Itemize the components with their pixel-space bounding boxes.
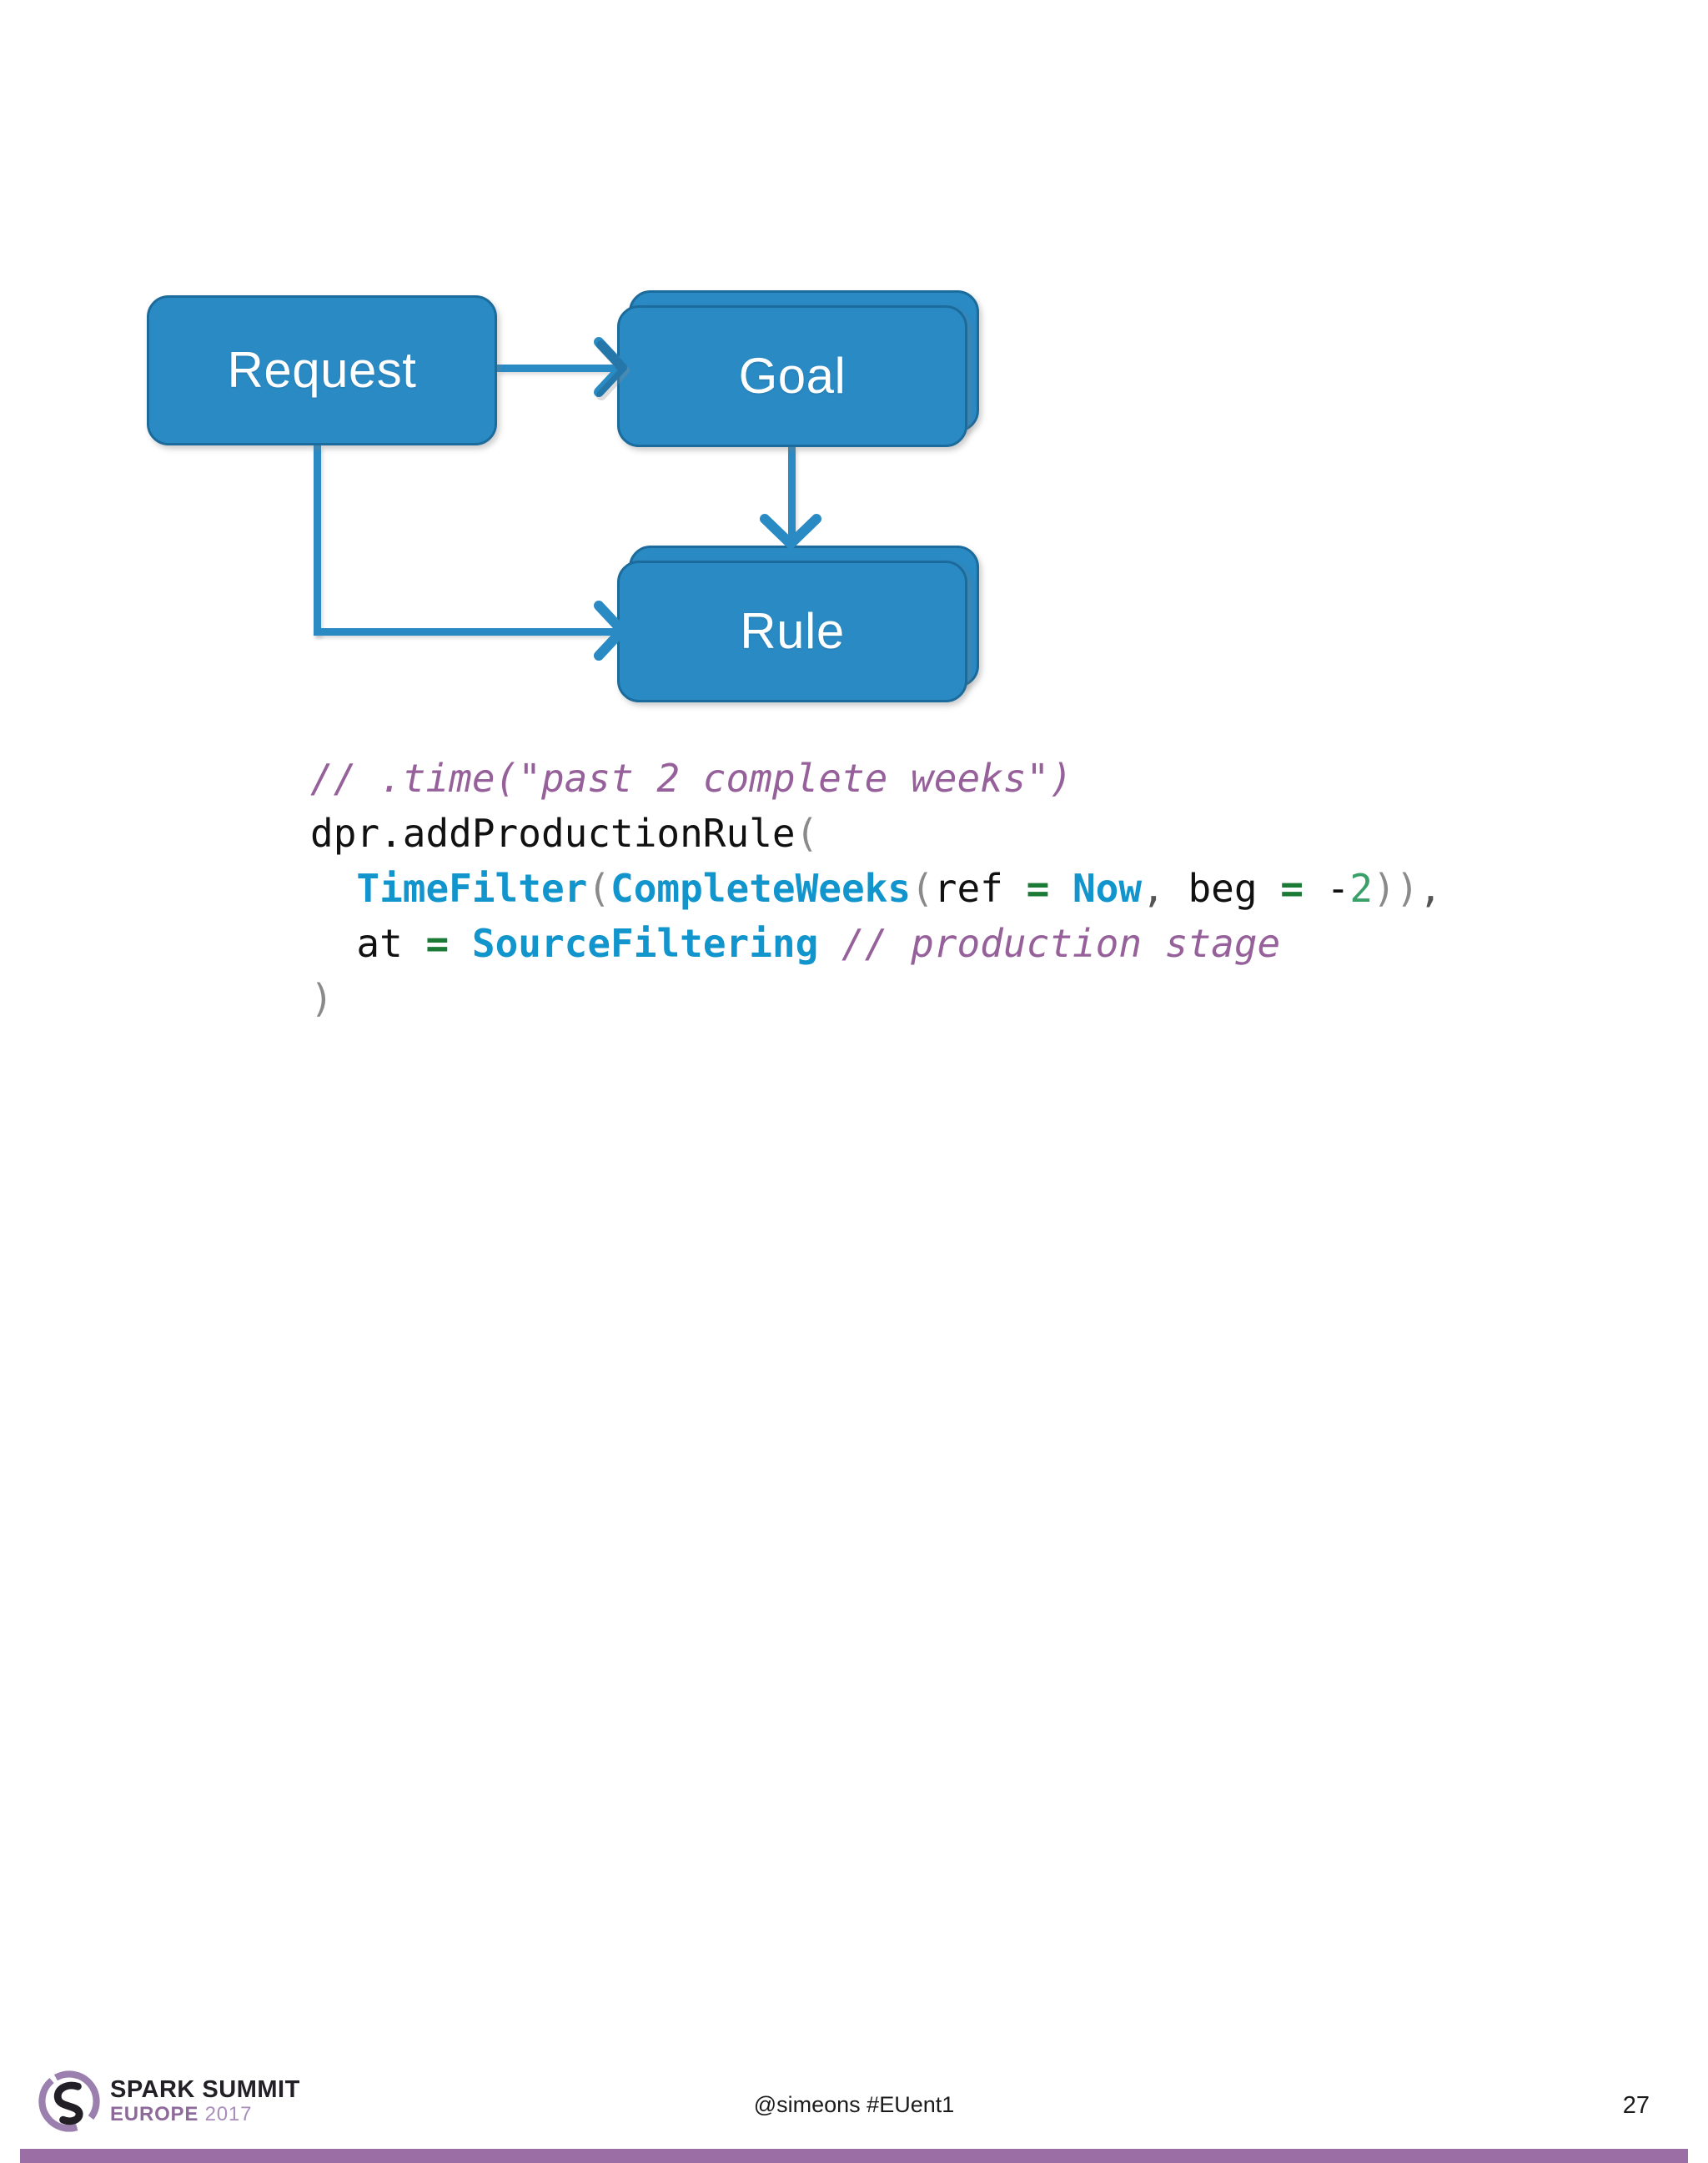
node-request-label: Request [227, 342, 417, 398]
node-rule-label: Rule [740, 603, 845, 659]
node-goal-label: Goal [738, 348, 846, 404]
code-token-punc: , [1419, 866, 1443, 911]
connector-request-to-rule-vertical [314, 445, 321, 636]
code-line-3: TimeFilter(CompleteWeeks(ref = Now, beg … [310, 861, 1645, 916]
code-line-2: dpr.addProductionRule( [310, 806, 1645, 861]
code-token-plain [449, 921, 472, 966]
page-number: 27 [1622, 2092, 1650, 2119]
code-token-paren: ) [310, 976, 334, 1021]
connector-request-to-rule-horizontal [314, 628, 620, 636]
node-request[interactable]: Request [147, 295, 497, 445]
code-token-plain [818, 921, 841, 966]
node-goal[interactable]: Goal [617, 305, 967, 447]
code-line-4: at = SourceFiltering // production stage [310, 916, 1645, 971]
code-token-comment: // production stage [841, 921, 1281, 966]
code-token-type: CompleteWeeks [610, 866, 912, 911]
footer-handle: @simeons #EUent1 [753, 2092, 955, 2117]
arrowhead-request-to-rule [594, 601, 627, 661]
code-token-plain: beg [1188, 866, 1281, 911]
code-token-paren: )) [1373, 866, 1419, 911]
code-token-paren: ( [911, 866, 934, 911]
code-token-plain: dpr.addProductionRule [310, 811, 796, 856]
code-line-1: // .time("past 2 complete weeks") [310, 751, 1645, 806]
code-token-plain [1049, 866, 1073, 911]
code-token-op: = [1026, 866, 1050, 911]
slide-footer: SPARK SUMMIT EUROPE 2017 @simeons #EUent… [0, 1034, 1708, 2163]
code-token-op: = [425, 921, 450, 966]
code-token-punc: , [1142, 866, 1188, 911]
code-token-plain: ref [933, 866, 1027, 911]
connector-request-to-goal [497, 365, 620, 372]
code-token-type: TimeFilter [356, 866, 588, 911]
arrowhead-request-to-goal [594, 337, 630, 400]
footer-accent-bar [20, 2149, 1688, 2163]
code-token-paren: ( [587, 866, 611, 911]
code-snippet: // .time("past 2 complete weeks") dpr.add… [310, 751, 1645, 1026]
arrowhead-goal-to-rule [760, 514, 821, 549]
code-token-plain: - [1303, 866, 1350, 911]
code-token-paren: ( [795, 811, 819, 856]
connector-goal-to-rule [788, 447, 796, 564]
code-token-plain [310, 866, 356, 911]
code-token-num: 2 [1349, 866, 1374, 911]
code-line-5: ) [310, 971, 1645, 1026]
code-token-comment: // .time("past 2 complete weeks") [310, 756, 1073, 801]
code-token-type: SourceFiltering [471, 921, 819, 966]
code-token-plain: at [310, 921, 426, 966]
node-rule[interactable]: Rule [617, 561, 967, 702]
flowchart-diagram: Request Goal Rule [0, 0, 1708, 734]
code-token-op: = [1280, 866, 1304, 911]
code-token-type: Now [1072, 866, 1143, 911]
